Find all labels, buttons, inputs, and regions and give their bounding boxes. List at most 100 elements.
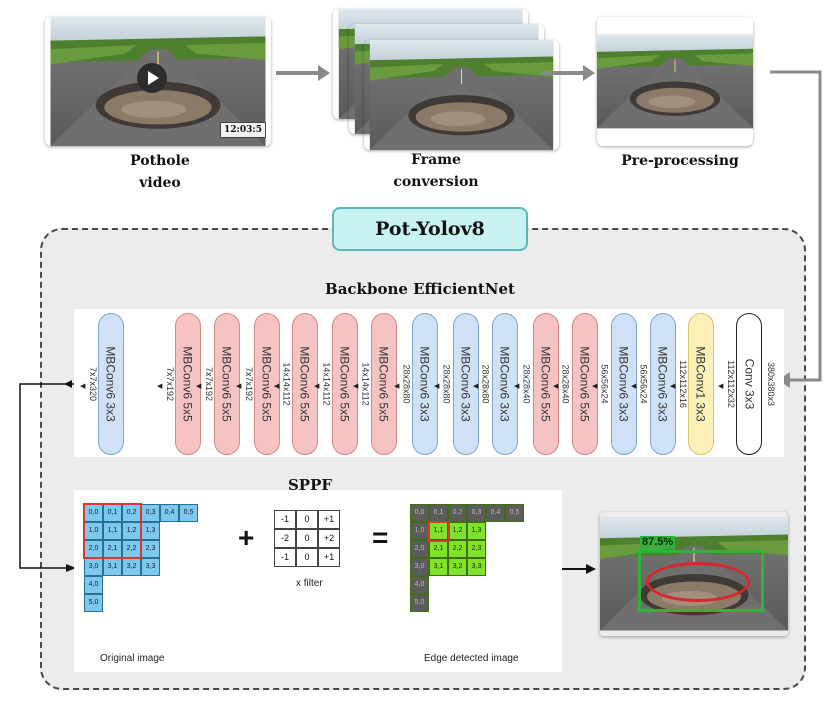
original-image-cell: 4,0 bbox=[84, 576, 103, 594]
block-label: MBConv6 5x5 bbox=[377, 346, 391, 422]
backbone-title: Backbone EfficientNet bbox=[325, 280, 515, 298]
edge-image-cell: 0,5 bbox=[505, 504, 524, 522]
original-image-cell: 3,3 bbox=[141, 558, 160, 576]
block-label: MBConv6 5x5 bbox=[539, 346, 553, 422]
original-image-cell: 0,5 bbox=[179, 504, 198, 522]
tensor-dimension-label: 28x28x80 bbox=[481, 364, 492, 404]
preprocessing-caption: Pre-processing bbox=[621, 153, 739, 169]
backbone-block-10: MBConv6 5x5 bbox=[371, 313, 397, 455]
original-image-cell: 1,1 bbox=[103, 522, 122, 540]
backbone-block-15: MBConv6 5x5 bbox=[175, 313, 201, 455]
edge-image-cell: 2,0 bbox=[410, 540, 429, 558]
original-image-cell: 0,4 bbox=[160, 504, 179, 522]
original-image-cell: 5,0 bbox=[84, 594, 103, 612]
backbone-block-11: MBConv6 5x5 bbox=[332, 313, 358, 455]
filter-cell: 0 bbox=[296, 548, 318, 567]
flow-arrow-icon: ◀ bbox=[80, 382, 86, 390]
tensor-dimension-label: 7x7x192 bbox=[165, 366, 175, 402]
play-icon bbox=[137, 63, 167, 93]
flow-arrow-icon: ◀ bbox=[236, 382, 242, 390]
result-arrow-icon bbox=[562, 564, 596, 574]
sppf-title: SPPF bbox=[287, 476, 333, 494]
flow-arrow-icon: ◀ bbox=[592, 382, 598, 390]
tensor-dimension-label: 28x28x80 bbox=[442, 364, 453, 404]
arrow-right-icon bbox=[276, 65, 330, 81]
edge-image-cell: 0,4 bbox=[486, 504, 505, 522]
backbone-panel: Conv 3x3 MBConv1 3x3 MBConv6 3x3 MBConv6 3x… bbox=[74, 309, 784, 457]
edge-image-cell: 0,0 bbox=[410, 504, 429, 522]
edge-image-cell: 4,0 bbox=[410, 576, 429, 594]
tensor-dimension-label: 56x56x24 bbox=[639, 364, 650, 404]
tensor-dimension-label: 380x380x3 bbox=[766, 361, 777, 407]
flow-arrow-icon: ◀ bbox=[353, 382, 359, 390]
edge-image-cell: 0,2 bbox=[448, 504, 467, 522]
block-label: MBConv6 5x5 bbox=[298, 346, 312, 422]
tensor-dimension-label: 14x14x112 bbox=[322, 362, 332, 406]
tensor-dimension-label: 14x14x112 bbox=[282, 362, 292, 406]
original-image-cell: 1,0 bbox=[84, 522, 103, 540]
model-title: Pot-Yolov8 bbox=[332, 207, 528, 251]
backbone-block-5: MBConv6 5x5 bbox=[572, 313, 598, 455]
backbone-to-sppf-connector bbox=[19, 383, 76, 572]
flow-arrow-icon: ◀ bbox=[196, 382, 202, 390]
block-label: MBConv6 5x5 bbox=[338, 346, 352, 422]
filter-cell: 0 bbox=[296, 510, 318, 529]
filter-cell: -1 bbox=[274, 548, 296, 567]
backbone-block-8: MBConv6 3x3 bbox=[453, 313, 479, 455]
edge-image-label: Edge detected image bbox=[424, 653, 519, 664]
block-label: MBConv6 3x3 bbox=[459, 346, 473, 422]
backbone-block-2: MBConv1 3x3 bbox=[688, 313, 714, 455]
backbone-block-4: MBConv6 3x3 bbox=[611, 313, 637, 455]
original-image-label: Original image bbox=[100, 653, 165, 664]
arrow-right-icon bbox=[541, 65, 595, 81]
edge-image-cell: 2,2 bbox=[448, 540, 467, 558]
preprocess-to-backbone-connector bbox=[770, 70, 822, 388]
tensor-dimension-label: 112x112x32 bbox=[726, 360, 736, 408]
tensor-dimension-label: 7x7x320 bbox=[88, 366, 98, 402]
confidence-label: 87.5% bbox=[640, 536, 676, 549]
caption-line: Frame bbox=[411, 152, 461, 168]
original-image-cell: 3,1 bbox=[103, 558, 122, 576]
backbone-block-9: MBConv6 3x3 bbox=[412, 313, 438, 455]
block-label: MBConv6 5x5 bbox=[220, 346, 234, 422]
flow-arrow-icon: ◀ bbox=[434, 382, 440, 390]
segmentation-outline bbox=[646, 562, 750, 602]
original-image-cell: 3,0 bbox=[84, 558, 103, 576]
tensor-dimension-label: 28x28x40 bbox=[561, 364, 572, 404]
edge-image-cell: 3,2 bbox=[448, 558, 467, 576]
flow-arrow-icon: ◀ bbox=[514, 382, 520, 390]
block-label: MBConv6 3x3 bbox=[418, 346, 432, 422]
filter-label: x filter bbox=[296, 578, 323, 589]
backbone-block-1: Conv 3x3 bbox=[736, 313, 762, 455]
tensor-dimension-label: 7x7x192 bbox=[244, 366, 254, 402]
backbone-block-7: MBConv6 3x3 bbox=[492, 313, 518, 455]
block-label: MBConv6 5x5 bbox=[578, 346, 592, 422]
edge-image-cell: 1,0 bbox=[410, 522, 429, 540]
filter-cell: 0 bbox=[296, 529, 318, 548]
block-label: MBConv6 3x3 bbox=[498, 346, 512, 422]
filter-cell: -2 bbox=[274, 529, 296, 548]
edge-image-cell: 1,2 bbox=[448, 522, 467, 540]
pothole-video-caption: Pothole video bbox=[100, 150, 220, 194]
flow-arrow-icon: ◀ bbox=[157, 382, 163, 390]
flow-arrow-icon: ◀ bbox=[631, 382, 637, 390]
plus-operator: + bbox=[238, 522, 255, 553]
block-label: MBConv1 3x3 bbox=[694, 346, 708, 422]
backbone-block-12: MBConv6 5x5 bbox=[292, 313, 318, 455]
filter-cell: +1 bbox=[318, 548, 340, 567]
edge-image-cell: 5,0 bbox=[410, 594, 429, 612]
backbone-output-arrow-icon bbox=[64, 380, 72, 388]
original-image-cell: 1,3 bbox=[141, 522, 160, 540]
original-image-cell: 2,3 bbox=[141, 540, 160, 558]
flow-arrow-icon: ◀ bbox=[718, 382, 724, 390]
flow-arrow-icon: ◀ bbox=[314, 382, 320, 390]
edge-image-cell: 1,3 bbox=[467, 522, 486, 540]
backbone-block-14: MBConv6 5x5 bbox=[214, 313, 240, 455]
backbone-block-3: MBConv6 3x3 bbox=[650, 313, 676, 455]
original-image-cell: 0,3 bbox=[141, 504, 160, 522]
backbone-block-6: MBConv6 5x5 bbox=[533, 313, 559, 455]
preprocessed-frame bbox=[597, 17, 753, 146]
edge-image-cell: 3,0 bbox=[410, 558, 429, 576]
flow-arrow-icon: ◀ bbox=[473, 382, 479, 390]
block-label: MBConv6 3x3 bbox=[617, 346, 631, 422]
